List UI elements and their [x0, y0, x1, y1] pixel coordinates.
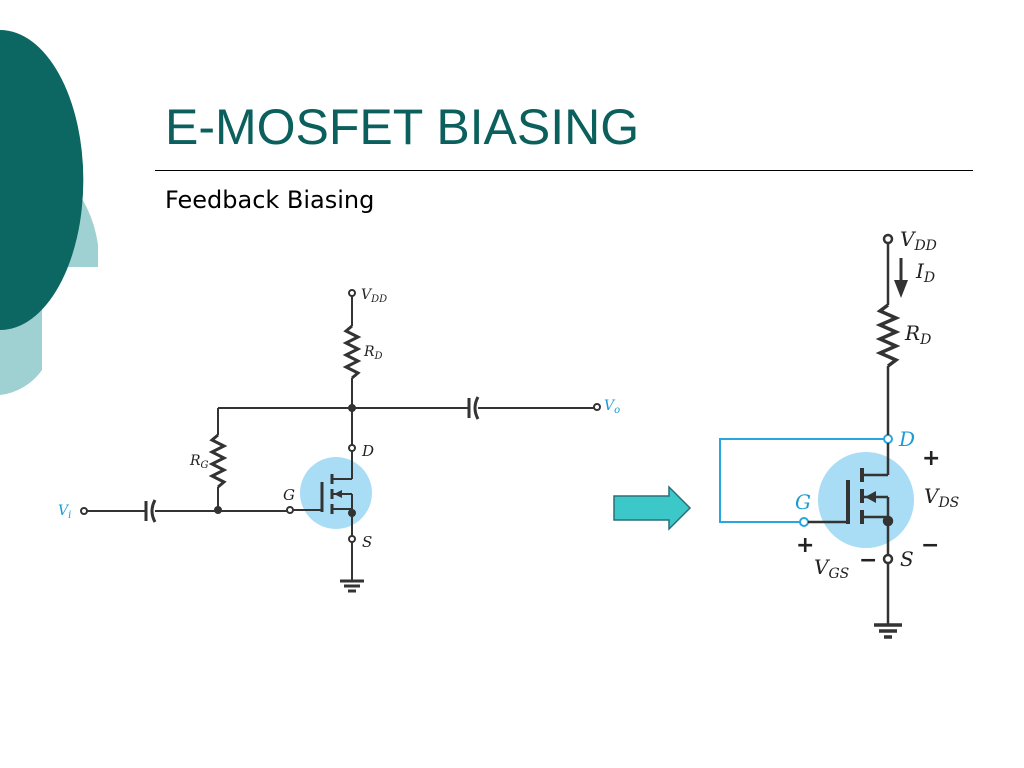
right-vdd-label: VDD	[900, 227, 937, 254]
right-source-terminal	[882, 553, 894, 565]
left-circuit	[80, 289, 601, 593]
left-rg-label: RG	[189, 453, 209, 471]
left-substrate-arrow	[334, 490, 342, 498]
right-id-label: ID	[915, 259, 935, 286]
left-output-cap-plate2	[473, 396, 480, 420]
right-source-label: S	[900, 547, 914, 571]
right-gate-label: G	[795, 490, 811, 514]
left-vo-terminal	[593, 403, 601, 411]
right-transistor-highlight	[818, 452, 914, 548]
right-vgs-plus: +	[796, 533, 814, 558]
left-source-label: S	[362, 533, 372, 551]
right-ground-icon	[874, 623, 902, 639]
right-vgs-label: VGS	[814, 555, 849, 582]
left-gate-node	[214, 506, 222, 514]
right-substrate-arrow	[865, 491, 876, 503]
left-input-cap-plate2	[150, 499, 157, 523]
corner-decoration	[0, 30, 98, 395]
right-vdd-terminal	[882, 233, 894, 245]
right-vgs-minus: −	[859, 548, 877, 573]
left-vdd-terminal	[348, 289, 356, 297]
right-arrow-icon	[613, 485, 692, 531]
right-rd-resistor	[875, 303, 901, 368]
slide-subtitle: Feedback Biasing	[165, 186, 375, 214]
left-rd-label: RD	[363, 344, 383, 362]
right-drain-terminal	[883, 434, 893, 444]
left-vo-label: Vo	[604, 398, 620, 416]
right-feedback-wire	[719, 438, 886, 523]
decor-dark-circle	[0, 30, 84, 330]
right-vds-plus: +	[922, 446, 940, 471]
left-rg-resistor	[208, 433, 228, 489]
left-drain-label: D	[361, 442, 374, 460]
right-vds-minus: −	[921, 533, 939, 558]
right-vds-label: VDS	[924, 484, 959, 511]
left-gate-label: G	[283, 486, 295, 504]
left-vdd-label: VDD	[361, 287, 387, 305]
right-gate-terminal	[799, 517, 809, 527]
left-ground-icon	[340, 579, 364, 593]
right-id-arrow-icon	[894, 258, 908, 298]
left-vi-terminal	[80, 507, 88, 515]
left-source-terminal	[348, 535, 356, 543]
right-rd-label: RD	[904, 321, 931, 348]
slide-title: E-MOSFET BIASING	[165, 99, 640, 155]
left-vi-label: Vi	[58, 503, 71, 521]
right-drain-label: D	[898, 427, 915, 451]
left-gate-terminal	[286, 506, 294, 514]
left-drain-terminal	[348, 444, 356, 452]
right-circuit	[719, 233, 914, 639]
left-rd-resistor	[342, 324, 362, 380]
title-divider	[155, 170, 973, 171]
